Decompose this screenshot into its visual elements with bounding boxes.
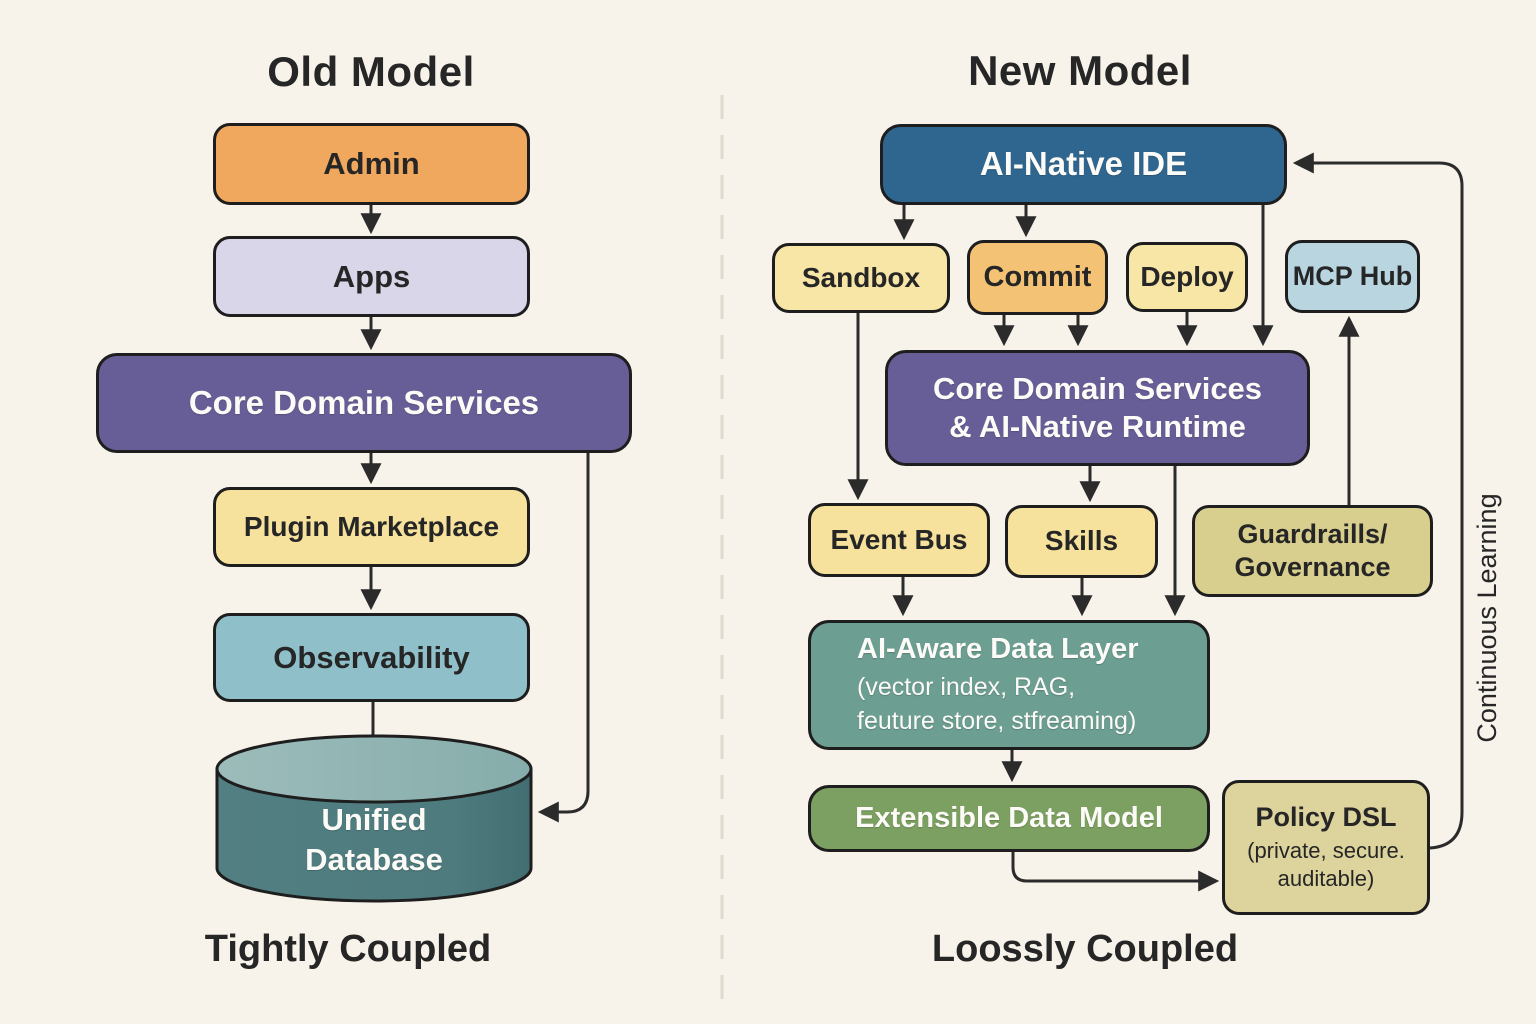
node-unified-database-label: Unified Database bbox=[217, 796, 531, 884]
unified-database-line2: Database bbox=[305, 842, 443, 877]
node-ai-native-ide-label: AI-Native IDE bbox=[979, 145, 1188, 183]
node-guardrails-governance: Guardraills/ Governance bbox=[1192, 505, 1433, 597]
node-mcp-hub-label: MCP Hub bbox=[1292, 261, 1413, 292]
node-plugin-marketplace-label: Plugin Marketplace bbox=[243, 510, 500, 542]
unified-database-line1: Unified bbox=[321, 801, 427, 837]
edge-core-database-bypass bbox=[537, 453, 590, 823]
edge-policy-ide-feedback-loop bbox=[1292, 152, 1464, 850]
node-core-services-runtime-line2: & AI-Native Runtime bbox=[949, 409, 1246, 444]
node-ai-aware-data-layer-sub2: feuture store, stfreaming) bbox=[857, 706, 1137, 735]
node-sandbox: Sandbox bbox=[772, 243, 950, 313]
node-guardrails-line1: Guardraills/ bbox=[1237, 519, 1388, 550]
node-event-bus: Event Bus bbox=[808, 503, 990, 577]
node-extensible-data-model: Extensible Data Model bbox=[808, 785, 1210, 852]
node-event-bus-label: Event Bus bbox=[830, 523, 968, 555]
new-model-caption: Loossly Coupled bbox=[931, 928, 1239, 970]
node-core-domain-services-label: Core Domain Services bbox=[188, 383, 540, 421]
node-deploy: Deploy bbox=[1126, 242, 1248, 312]
continuous-learning-label: Continuous Learning bbox=[1471, 493, 1502, 743]
old-model-caption: Tightly Coupled bbox=[204, 928, 492, 970]
edge-extensible-policy bbox=[1011, 852, 1220, 892]
node-extensible-data-model-label: Extensible Data Model bbox=[855, 801, 1163, 834]
node-sandbox-label: Sandbox bbox=[801, 261, 921, 293]
node-policy-dsl-title: Policy DSL bbox=[1255, 801, 1397, 832]
node-plugin-marketplace: Plugin Marketplace bbox=[213, 487, 530, 567]
node-core-services-runtime-line1: Core Domain Services bbox=[932, 371, 1263, 407]
node-policy-dsl-sub1: (private, secure. bbox=[1247, 837, 1405, 863]
node-commit: Commit bbox=[967, 240, 1108, 315]
node-admin: Admin bbox=[213, 123, 530, 205]
node-ai-aware-data-layer: AI-Aware Data Layer (vector index, RAG, … bbox=[808, 620, 1210, 750]
node-policy-dsl: Policy DSL (private, secure. auditable) bbox=[1222, 780, 1430, 915]
node-commit-label: Commit bbox=[983, 260, 1092, 293]
node-policy-dsl-sub2: auditable) bbox=[1277, 866, 1375, 892]
node-skills-label: Skills bbox=[1044, 525, 1119, 557]
node-apps-label: Apps bbox=[332, 258, 411, 294]
node-observability: Observability bbox=[213, 613, 530, 702]
node-deploy-label: Deploy bbox=[1140, 260, 1234, 292]
database-cylinder-body bbox=[215, 767, 533, 903]
node-ai-aware-data-layer-title: AI-Aware Data Layer bbox=[857, 632, 1139, 665]
database-cylinder-top bbox=[215, 734, 533, 804]
node-mcp-hub: MCP Hub bbox=[1285, 240, 1420, 313]
node-ai-aware-data-layer-sub1: (vector index, RAG, bbox=[857, 672, 1076, 701]
node-skills: Skills bbox=[1005, 505, 1158, 578]
new-model-title: New Model bbox=[968, 47, 1192, 94]
node-apps: Apps bbox=[213, 236, 530, 317]
node-ai-native-ide: AI-Native IDE bbox=[880, 124, 1287, 205]
node-core-domain-services: Core Domain Services bbox=[96, 353, 632, 453]
node-observability-label: Observability bbox=[273, 639, 470, 675]
node-admin-label: Admin bbox=[323, 146, 420, 182]
node-core-services-runtime: Core Domain Services & AI-Native Runtime bbox=[885, 350, 1310, 466]
old-model-title: Old Model bbox=[267, 48, 475, 95]
node-guardrails-line2: Governance bbox=[1234, 552, 1391, 582]
